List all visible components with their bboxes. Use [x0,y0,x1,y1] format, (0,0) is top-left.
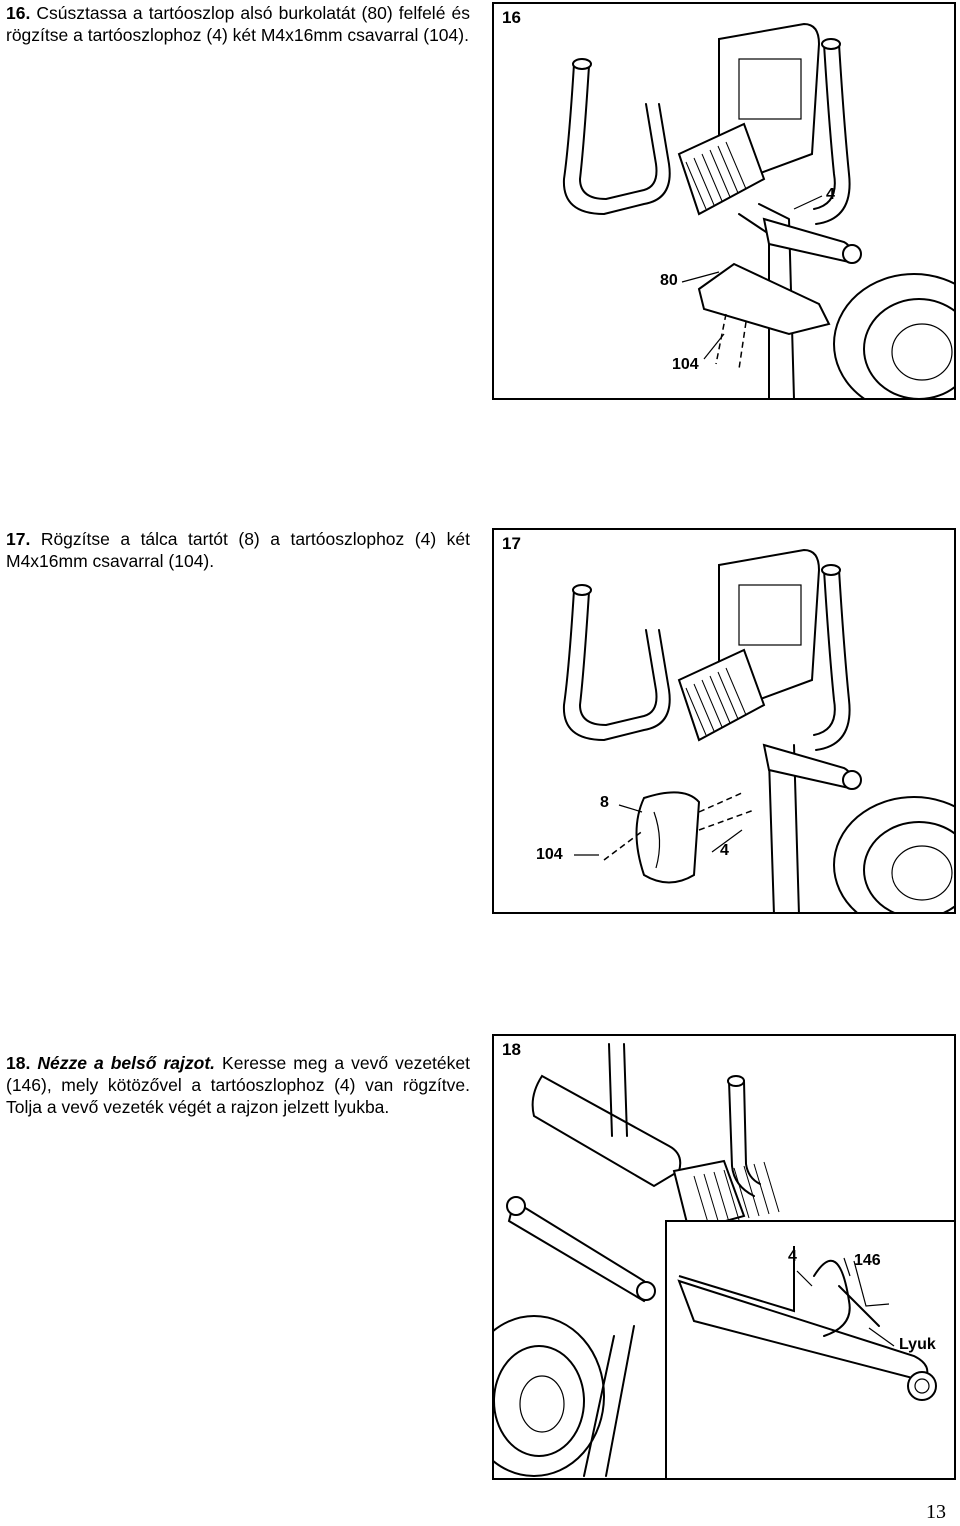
figure-16-label: 16 [502,8,521,27]
callout-80: 80 [660,272,678,289]
callout-lyuk: Lyuk [899,1336,936,1353]
step-18-lead: Nézze a belső rajzot. [37,1053,216,1073]
page-number: 13 [926,1501,946,1523]
step-18-number: 18. [6,1053,31,1073]
callout-146: 146 [854,1252,881,1269]
figure-17-drawing [562,548,954,912]
step-16-text: 16. Csúsztassa a tartóoszlop alsó burkol… [6,2,470,46]
figure-18-drawing [494,1043,954,1478]
callout-4: 4 [720,842,729,859]
step-16-number: 16. [6,3,31,23]
step-16-body: Csúsztassa a tartóoszlop alsó burkolatát… [6,3,470,45]
figure-17-label: 17 [502,534,521,553]
step-17-text: 17. Rögzítse a tálca tartót (8) a tartóo… [6,528,470,572]
callout-104: 104 [672,356,699,373]
step-18-text: 18. Nézze a belső rajzot. Keresse meg a … [6,1052,470,1118]
callout-4: 4 [788,1248,797,1265]
step-18-body: Keresse meg a vevő vezetéket (146), mely… [6,1053,470,1117]
figure-18: 18 4 146 Lyuk [492,1034,956,1480]
figure-18-label: 18 [502,1040,521,1059]
callout-104: 104 [536,846,563,863]
callout-8: 8 [600,794,609,811]
figure-16: 16 4 80 104 [492,2,956,400]
figure-16-drawing [562,22,954,398]
figure-17: 17 8 104 4 [492,528,956,914]
step-17-number: 17. [6,529,31,549]
step-17-body: Rögzítse a tálca tartót (8) a tartóoszlo… [6,529,470,571]
callout-4: 4 [826,186,835,203]
